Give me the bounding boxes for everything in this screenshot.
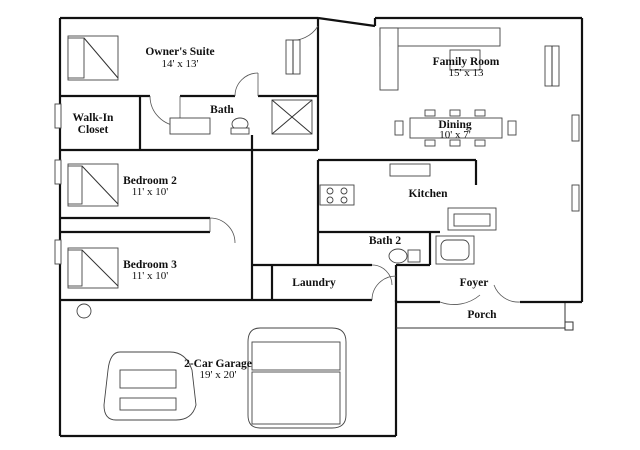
family-room-sofa xyxy=(379,27,501,91)
bedroom-2-label: Bedroom 2 xyxy=(123,175,177,187)
bedroom-3-bed xyxy=(67,247,119,289)
bath-2-fixtures xyxy=(388,235,475,265)
bath-fixtures xyxy=(169,99,313,135)
family-room-label: Family Room xyxy=(433,56,500,68)
bedroom-2-size: 11' x 10' xyxy=(132,186,169,198)
kitchen-fixtures xyxy=(319,163,497,231)
owners-suite-size: 14' x 13' xyxy=(162,58,199,70)
bedroom-2-bed xyxy=(67,163,119,207)
dining-label: Dining xyxy=(438,119,471,131)
walk-in-closet-label-1: Walk-In xyxy=(73,112,115,124)
bedroom-3-size: 11' x 10' xyxy=(132,270,169,282)
dining-size: 10' x 7' xyxy=(439,129,470,141)
garage-car-left xyxy=(103,351,197,421)
porch-label: Porch xyxy=(467,309,497,321)
interior-walls xyxy=(60,18,478,302)
owners-suite-bed xyxy=(67,35,119,81)
bedroom-3-label: Bedroom 3 xyxy=(123,259,177,271)
family-room-size: 15' x 13 xyxy=(449,67,484,79)
kitchen-label: Kitchen xyxy=(409,188,449,200)
room-labels: Owner's Suite 14' x 13' Bath Walk-In Clo… xyxy=(73,46,500,381)
owners-suite-label: Owner's Suite xyxy=(145,46,214,58)
garage-size: 19' x 20' xyxy=(200,369,237,381)
bath-label: Bath xyxy=(210,104,234,116)
windows xyxy=(54,39,580,265)
garage-label: 2-Car Garage xyxy=(184,358,252,370)
dining-table xyxy=(394,109,517,147)
walk-in-closet-label-2: Closet xyxy=(78,124,109,136)
foyer-label: Foyer xyxy=(460,277,489,289)
garage-car-right xyxy=(247,327,347,429)
laundry-fixtures xyxy=(76,303,92,319)
bath-2-label: Bath 2 xyxy=(369,235,402,247)
exterior-walls xyxy=(58,16,584,438)
laundry-label: Laundry xyxy=(292,277,336,289)
